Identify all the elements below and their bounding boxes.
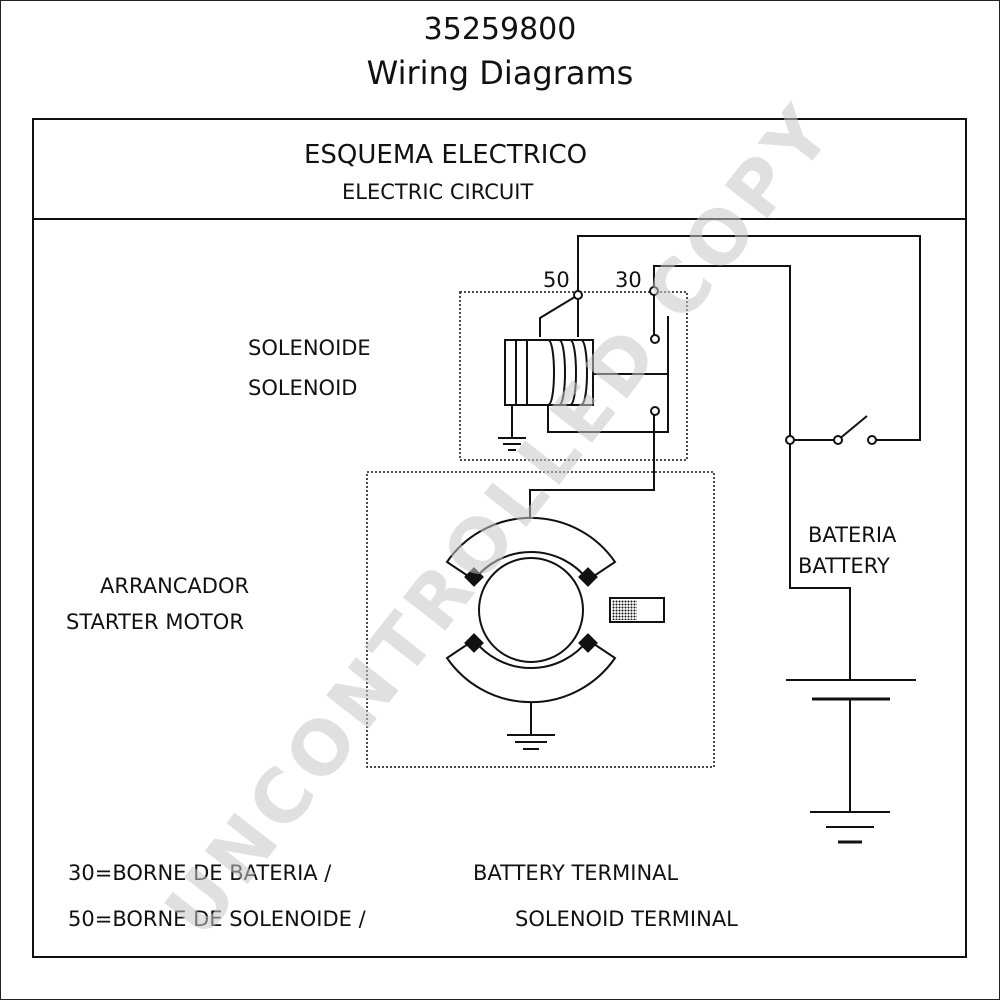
document-title: Wiring Diagrams	[366, 54, 634, 92]
diagram-title-es: ESQUEMA ELECTRICO	[304, 140, 588, 170]
starter-field-upper	[445, 516, 617, 582]
legend-line2-es: 50=BORNE DE SOLENOIDE /	[68, 907, 366, 931]
diagram-frame: ESQUEMA ELECTRICO ELECTRIC CIRCUIT	[32, 118, 967, 958]
starter-label-es: ARRANCADOR	[100, 574, 250, 598]
switch-junction-node	[785, 435, 795, 445]
document-number: 35259800	[423, 12, 577, 47]
terminal-50-node	[573, 290, 583, 300]
brush-top-left	[464, 567, 484, 587]
wire-to-starter	[529, 410, 655, 518]
battery-label-es: BATERIA	[808, 523, 897, 547]
wire-30-to-battery	[653, 265, 851, 680]
terminal-50-label: 50	[543, 268, 570, 292]
starter-field-lower	[445, 638, 617, 704]
brush-bottom-right	[578, 633, 598, 653]
brush-top-right	[578, 567, 598, 587]
title-band: ESQUEMA ELECTRICO ELECTRIC CIRCUIT	[34, 120, 965, 220]
terminal-30-node	[649, 286, 659, 296]
brush-bottom-left	[464, 633, 484, 653]
contact-upper-node	[650, 334, 660, 344]
legend-line1-es: 30=BORNE DE BATERIA /	[68, 861, 332, 885]
starter-enclosure	[366, 471, 715, 768]
solenoid-label-en: SOLENOID	[248, 376, 358, 400]
legend-line1-en: BATTERY TERMINAL	[473, 861, 679, 885]
ignition-switch-blade	[837, 415, 868, 441]
coil-return-wire	[547, 374, 669, 433]
battery-label-en: BATTERY	[798, 554, 890, 578]
coil-to-plunger	[593, 316, 669, 375]
contact-lower-node	[650, 406, 660, 416]
starter-armature	[478, 557, 584, 663]
wire-50-to-coil	[539, 294, 579, 337]
solenoid-label-es: SOLENOIDE	[248, 336, 371, 360]
terminal-30-label: 30	[615, 268, 642, 292]
starter-label-en: STARTER MOTOR	[66, 610, 244, 634]
wire-50-to-switch	[577, 235, 921, 441]
solenoid-enclosure	[459, 291, 688, 461]
switch-contact-node	[867, 435, 877, 445]
legend-line2-en: SOLENOID TERMINAL	[515, 907, 738, 931]
solenoid-coil-core	[504, 339, 594, 406]
switch-pivot-node	[833, 435, 843, 445]
diagram-title-en: ELECTRIC CIRCUIT	[342, 180, 534, 204]
